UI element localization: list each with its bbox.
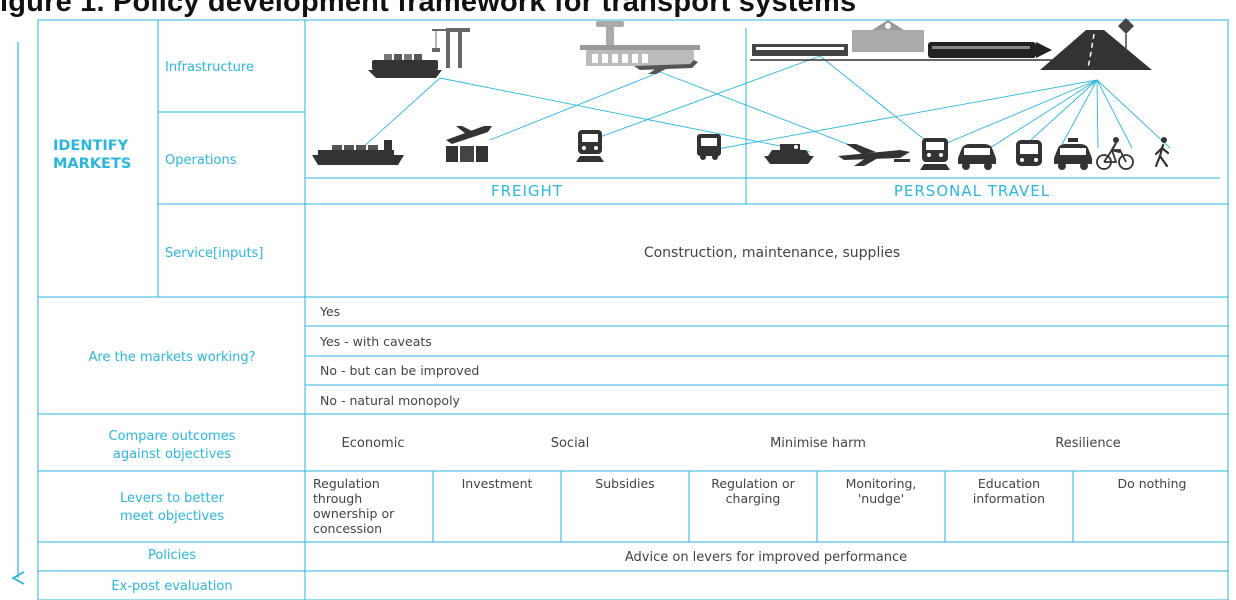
service-text: Construction, maintenance, supplies (644, 245, 900, 261)
air-freight-icon (446, 126, 492, 162)
compare-label-2: against objectives (113, 447, 231, 462)
levers-label-1: Levers to better (120, 491, 225, 506)
pedestrian-icon (1154, 137, 1170, 168)
figure-title: igure 1. Policy development framework fo… (0, 0, 857, 18)
airport-terminal-icon (580, 21, 700, 74)
connector-lines (359, 55, 1171, 153)
market-option-0: Yes (319, 304, 340, 319)
port-crane-ship-icon (368, 28, 470, 78)
lever-0-line-1: through (313, 491, 362, 506)
lever-investment: Investment (462, 476, 533, 491)
freight-label: FREIGHT (491, 182, 563, 200)
ferry-icon (764, 144, 814, 164)
bus-icon (1016, 140, 1042, 166)
row-label-service: Service[inputs] (165, 246, 263, 261)
bicycle-icon (1096, 137, 1134, 170)
market-option-2: No - but can be improved (320, 363, 479, 378)
airplane-icon (838, 144, 910, 166)
lever-0-line-2: ownership or (313, 506, 395, 521)
levers-label-2: meet objectives (120, 509, 224, 524)
truck-icon (697, 134, 721, 160)
taxi-icon (1054, 138, 1092, 170)
row-label-infrastructure: Infrastructure (165, 60, 254, 75)
objective-minimise-harm: Minimise harm (770, 436, 866, 451)
road-icon (1040, 18, 1152, 70)
objective-resilience: Resilience (1055, 436, 1120, 451)
identify-label-1: IDENTIFY (53, 138, 129, 154)
row-label-operations: Operations (165, 153, 237, 168)
policies-label: Policies (148, 548, 196, 563)
identify-label-2: MARKETS (53, 156, 131, 172)
markets-working-label: Are the markets working? (88, 350, 255, 365)
train-station-icon (750, 20, 1058, 61)
market-option-1: Yes - with caveats (319, 334, 432, 349)
train-icon (920, 138, 950, 170)
lever-subsidies: Subsidies (595, 476, 654, 491)
lever-monitoring-line-1: 'nudge' (858, 491, 904, 506)
grid-lines (37, 19, 1229, 600)
lever-regulation-line-0: Regulation or (711, 476, 795, 491)
expost-label: Ex-post evaluation (111, 579, 232, 594)
lever-do-nothing: Do nothing (1118, 476, 1187, 491)
lever-regulation-line-1: charging (726, 491, 781, 506)
compare-label-1: Compare outcomes (109, 429, 236, 444)
lever-education-line-0: Education (978, 476, 1040, 491)
policies-text: Advice on levers for improved performanc… (625, 550, 907, 565)
objective-economic: Economic (342, 436, 405, 451)
lever-monitoring-line-0: Monitoring, (846, 476, 917, 491)
car-icon (958, 144, 996, 170)
lever-0-line-3: concession (313, 521, 382, 536)
freight-train-icon (576, 130, 604, 162)
market-option-3: No - natural monopoly (320, 393, 461, 408)
lever-education-line-1: information (973, 491, 1045, 506)
personal-travel-label: PERSONAL TRAVEL (894, 182, 1050, 200)
cargo-ship-icon (312, 140, 404, 165)
objective-social: Social (551, 436, 590, 451)
lever-0-line-0: Regulation (313, 476, 380, 491)
